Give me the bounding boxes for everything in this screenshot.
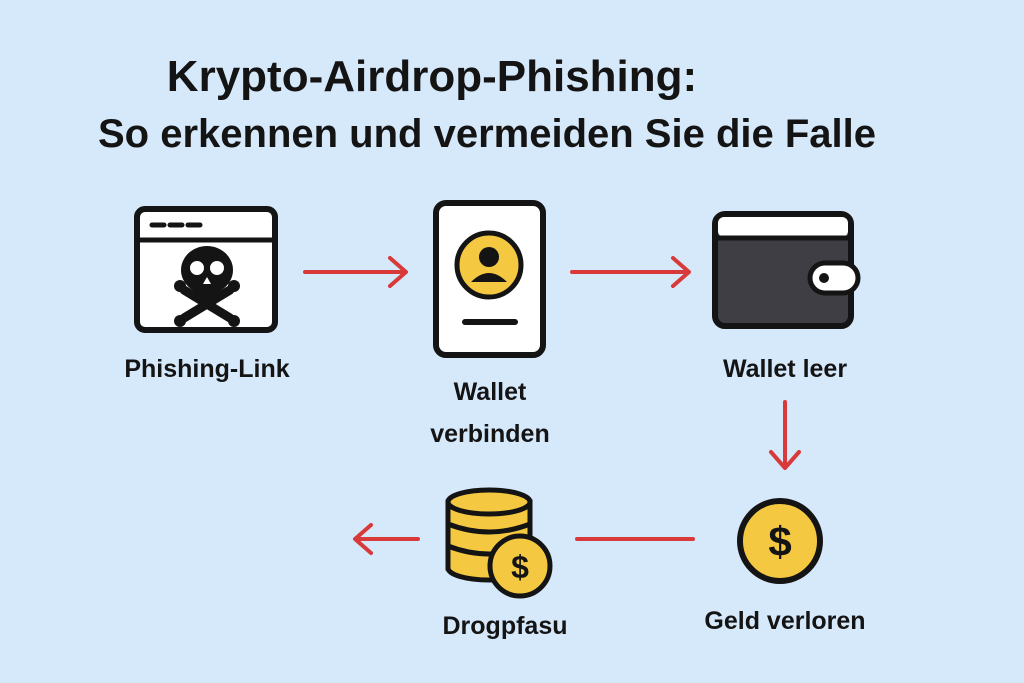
step-label-line: Wallet bbox=[453, 378, 527, 406]
arrow-right-1 bbox=[303, 256, 408, 288]
arrow-left bbox=[353, 523, 420, 555]
arrow-right-2 bbox=[570, 256, 691, 288]
wallet-icon bbox=[712, 211, 861, 329]
dollar-coin-icon: $ bbox=[737, 498, 823, 584]
page-title: Krypto-Airdrop-Phishing: bbox=[166, 52, 698, 101]
step-label-drogpfasu: Drogpfasu bbox=[442, 612, 568, 640]
step-label-wallet-verbinden: Wallet verbinden bbox=[410, 376, 570, 450]
step-label-geld-verloren: Geld verloren bbox=[704, 607, 866, 635]
arrow-down bbox=[769, 400, 801, 470]
coin-stack-icon: $ bbox=[445, 487, 553, 599]
page-subtitle: So erkennen und vermeiden Sie die Falle bbox=[97, 112, 877, 156]
svg-text:$: $ bbox=[768, 518, 791, 565]
step-label-line: verbinden bbox=[430, 420, 550, 448]
skull-browser-icon bbox=[134, 206, 278, 333]
step-label-phishing-link: Phishing-Link bbox=[124, 355, 290, 383]
svg-text:$: $ bbox=[511, 549, 529, 585]
step-label-wallet-leer: Wallet leer bbox=[722, 355, 848, 383]
phone-user-icon bbox=[433, 200, 546, 358]
